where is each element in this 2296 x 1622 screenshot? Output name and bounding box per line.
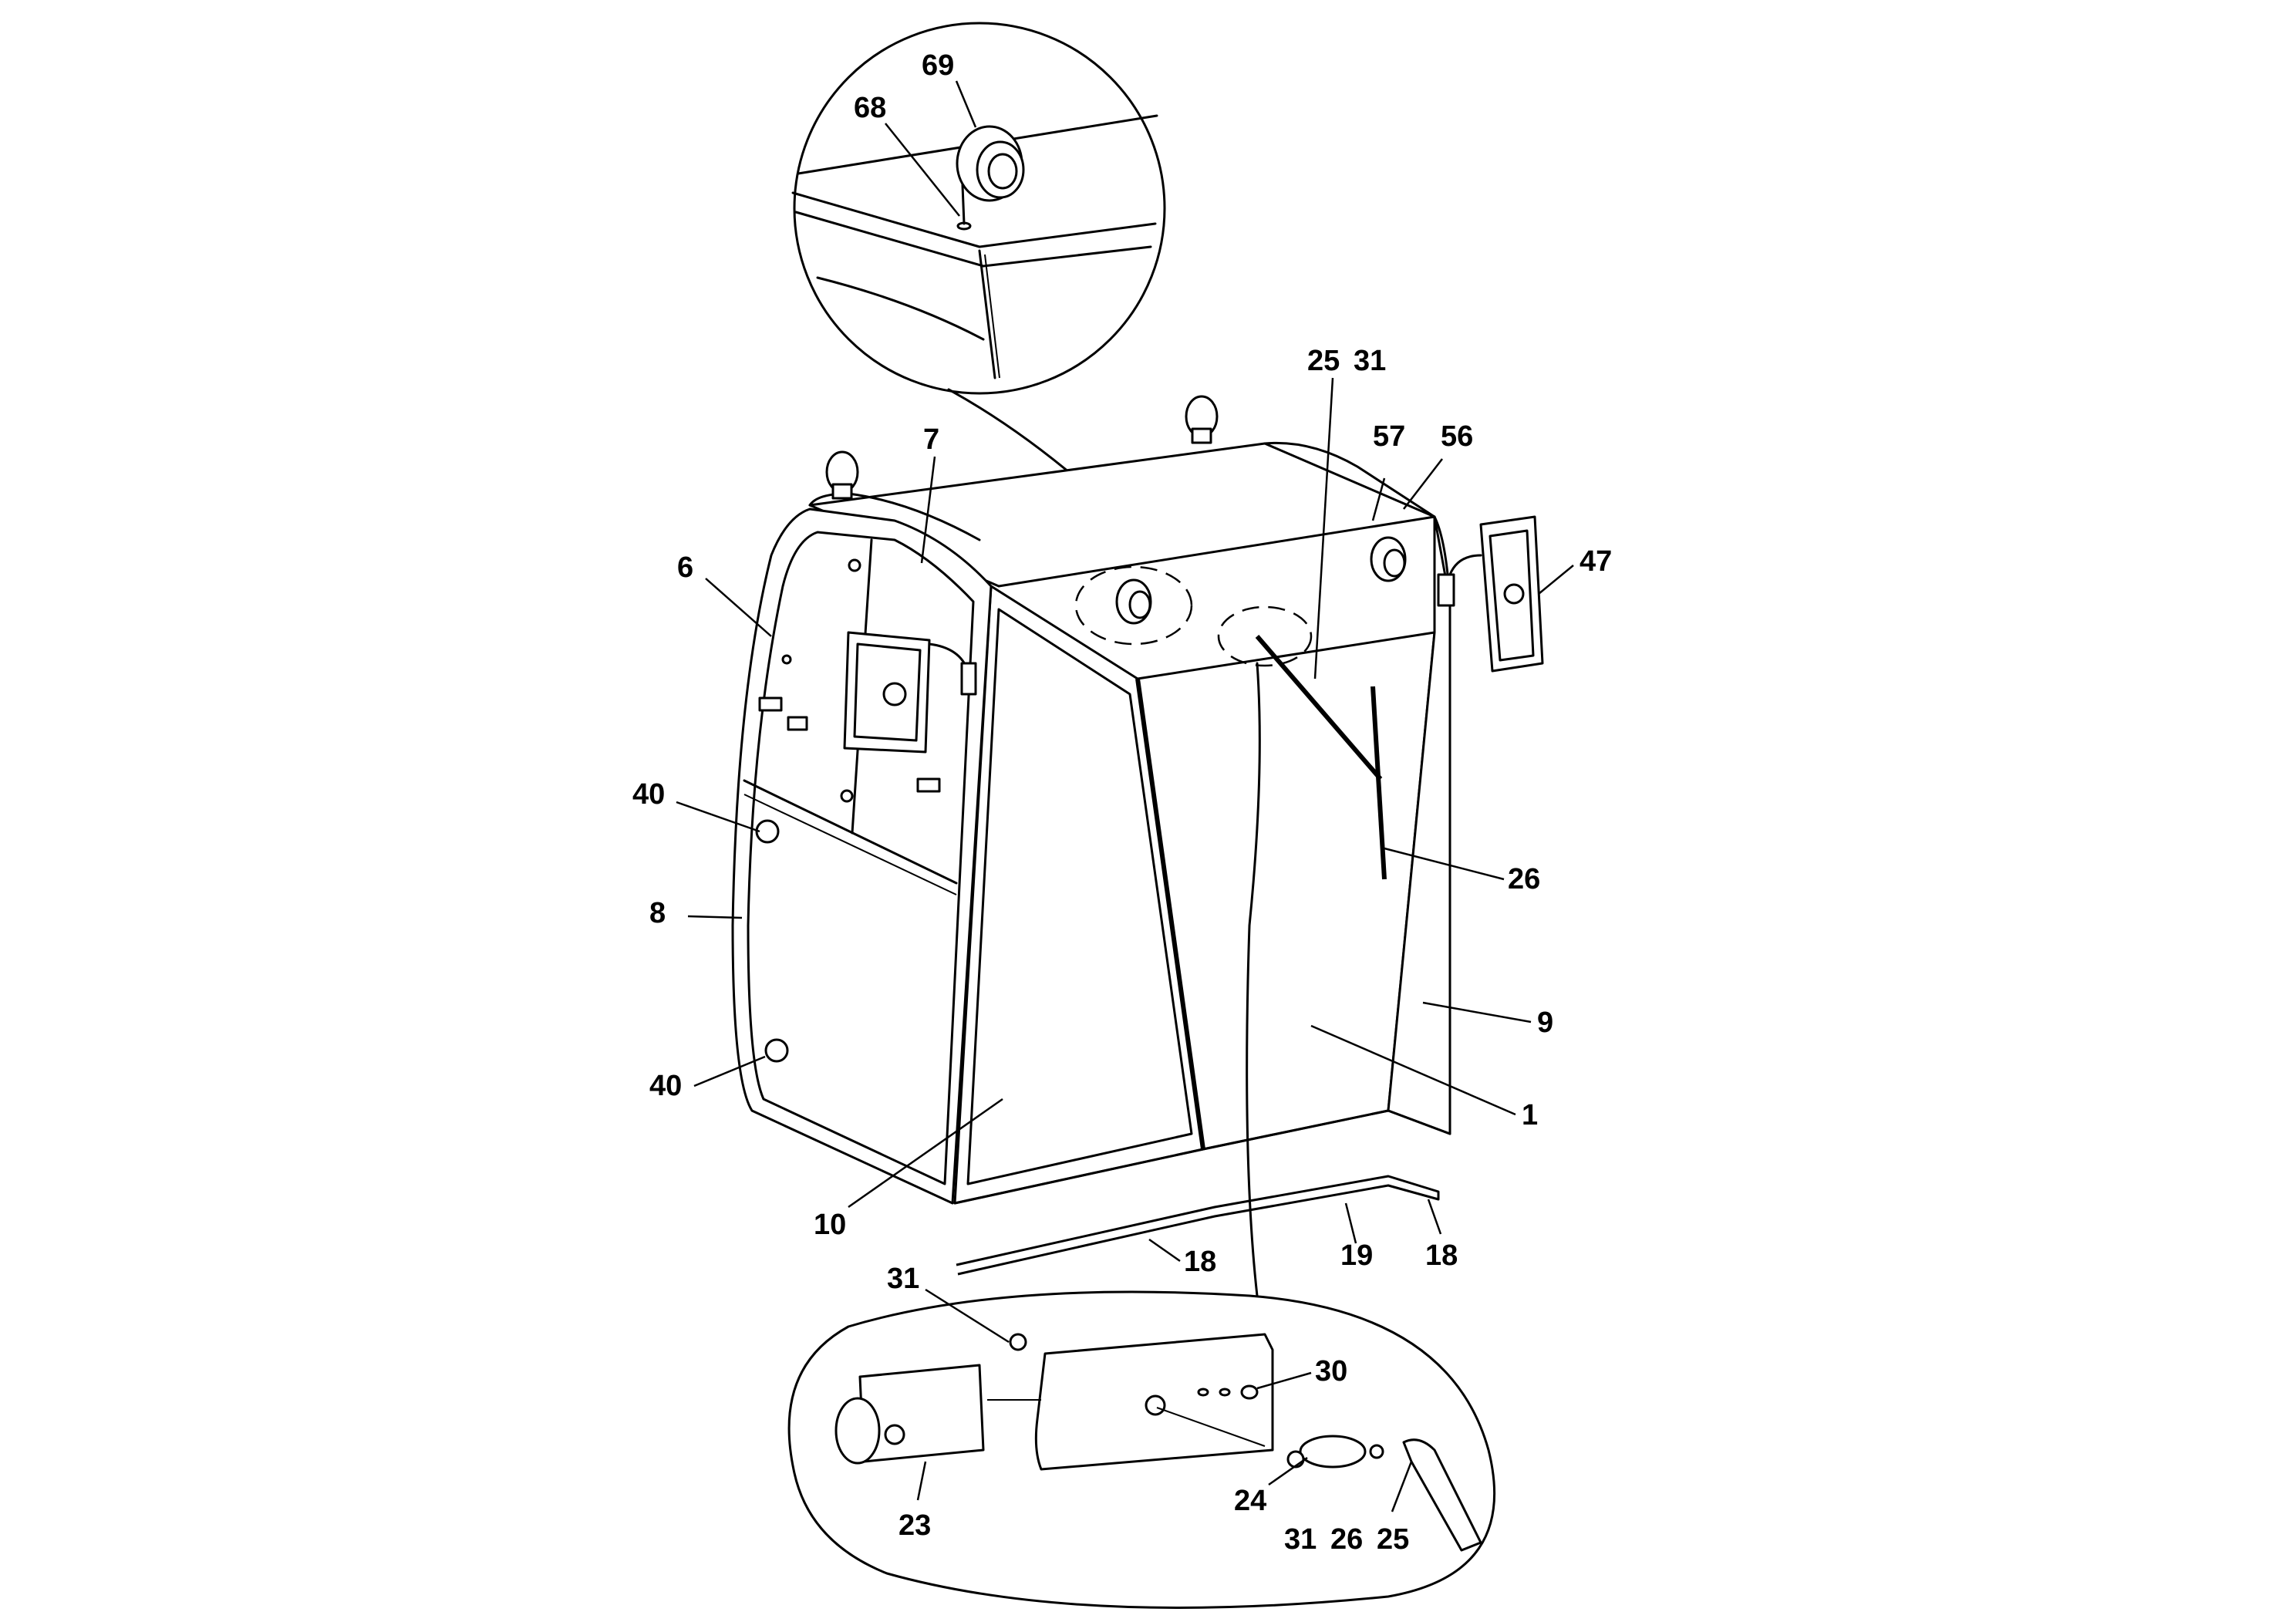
roof-rim-right-lower [982, 245, 1152, 268]
warning-light-69-inner [987, 153, 1018, 190]
label-7: 7 [923, 423, 939, 456]
wiper-arm-25 [1402, 1438, 1482, 1552]
label-26-bottom: 26 [1330, 1523, 1363, 1556]
washer-26 [1369, 1444, 1384, 1459]
label-24: 24 [1234, 1485, 1266, 1517]
roof-rim-lower [794, 211, 985, 268]
label-1: 1 [1522, 1099, 1538, 1131]
roof-right-curve [1263, 441, 1436, 518]
top-detail-circle [793, 22, 1166, 395]
washer-68 [956, 221, 972, 231]
label-6: 6 [677, 551, 693, 584]
label-18-left: 18 [1184, 1246, 1216, 1278]
label-23: 23 [899, 1509, 931, 1542]
base-edge [953, 1109, 1451, 1205]
label-47: 47 [1580, 545, 1612, 578]
door-latches [758, 558, 941, 803]
label-31-bottom: 31 [1284, 1523, 1317, 1556]
roof-light-left [825, 450, 859, 500]
pillar-edge [978, 249, 996, 379]
label-68: 68 [854, 92, 886, 124]
roof-curve-left [816, 276, 985, 341]
pillar-edge-2 [984, 254, 1000, 379]
grommet-40-upper [755, 819, 780, 844]
label-9: 9 [1537, 1007, 1553, 1039]
label-19: 19 [1340, 1239, 1373, 1272]
cab-body [731, 395, 1544, 1276]
bottom-detail-outline [787, 1290, 1495, 1610]
main-leaders [676, 377, 1574, 1263]
motor-bracket-23 [858, 1364, 985, 1463]
motor-body [834, 1397, 881, 1465]
motor-shaft [884, 1424, 905, 1445]
roof-light-right [1370, 536, 1407, 582]
wiper-blade [1371, 686, 1387, 880]
label-25-bottom: 25 [1377, 1523, 1409, 1556]
nut-31-upper [1009, 1333, 1027, 1351]
label-26-main: 26 [1508, 863, 1540, 895]
label-31-top: 31 [1354, 345, 1386, 377]
mirror-left [843, 631, 977, 754]
roof-back-curve [808, 492, 981, 541]
base-strip-18-19 [956, 1175, 1440, 1276]
front-panel-seam [1135, 678, 1205, 1150]
label-25-top: 25 [1307, 345, 1340, 377]
callout-labels: 25 31 57 56 47 7 6 40 8 40 26 9 1 10 18 … [632, 345, 1612, 1556]
grommet-40-lower [764, 1038, 789, 1063]
side-panel-10-inner [966, 608, 1193, 1185]
label-31-bottom-left: 31 [887, 1263, 919, 1295]
leader-68 [885, 123, 960, 217]
roof-rim-right-upper [978, 222, 1157, 248]
detail-marker-top [1074, 565, 1193, 646]
door-window-bottom-2 [743, 794, 957, 895]
detail-marker-wiper [1217, 605, 1313, 667]
connector-bottom-detail [1246, 662, 1261, 1297]
label-18-right: 18 [1425, 1239, 1458, 1272]
label-40-lower: 40 [649, 1070, 682, 1102]
hole-mount [1145, 1394, 1166, 1416]
label-69: 69 [922, 49, 954, 82]
top-detail-view: 69 68 [791, 22, 1166, 395]
label-56: 56 [1441, 420, 1473, 453]
bottom-detail-view [787, 662, 1495, 1610]
label-8: 8 [649, 897, 666, 929]
roof-light-front [1115, 578, 1152, 625]
label-30: 30 [1315, 1355, 1347, 1388]
wiper-arm [1255, 635, 1383, 781]
door-frame-outer [731, 508, 993, 1205]
roof-rim-upper [791, 191, 981, 248]
door-frame-inner [747, 531, 975, 1185]
leader-69 [955, 80, 977, 128]
cap-24 [1299, 1435, 1367, 1469]
label-10: 10 [814, 1209, 846, 1241]
label-40-upper: 40 [632, 778, 665, 811]
bolt-68 [961, 184, 966, 225]
washers-30 [1197, 1384, 1259, 1400]
shaft-line [1156, 1407, 1266, 1447]
roof-light-middle [1185, 395, 1219, 444]
door-window-bottom [743, 779, 958, 885]
bottom-leaders [916, 1288, 1413, 1512]
label-57: 57 [1373, 420, 1405, 453]
mirror-47 [1437, 515, 1544, 673]
